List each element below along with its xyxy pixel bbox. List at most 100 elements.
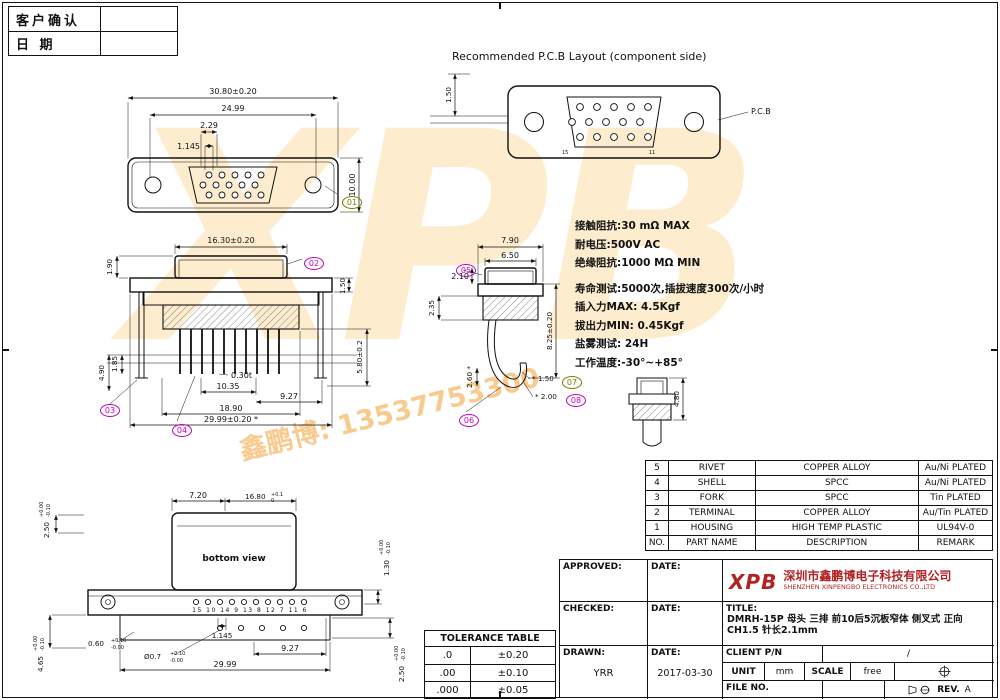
datum-symbol-area — [895, 663, 994, 680]
unit-scale-row: UNIT mm SCALE free — [723, 663, 994, 681]
dim-10-00: 10.00 — [348, 174, 357, 197]
bom-remark: Au/Ni PLATED — [918, 460, 993, 476]
bom-desc: SPCC — [754, 490, 920, 506]
title-line-1: DMRH-15P 母头 三排 前10后5沉板窄体 侧叉式 正向 — [727, 614, 963, 625]
scale-label: SCALE — [805, 663, 851, 680]
jackpost-end-view-geometry — [628, 377, 687, 447]
customer-confirm-table: 客户确认 日 期 — [8, 6, 178, 56]
date-label: DATE: — [651, 604, 681, 614]
approved-date-cell: DATE: — [648, 560, 723, 602]
dim-5-80: 5.80±0.2 — [355, 340, 364, 373]
company-name-en: SHENZHEN XINPENGBO ELECTRONICS CO.,LTD — [783, 583, 936, 591]
client-pn-value: / — [906, 649, 911, 659]
bottom-view-geometry — [48, 498, 394, 672]
tolerance-digits: .0 — [425, 647, 471, 664]
customer-confirm-blank-cell — [101, 7, 177, 31]
jackpost-end-view: 4.80 — [628, 377, 687, 447]
approved-label: APPROVED: — [563, 562, 622, 572]
bom-remark: Au/Ni PLATED — [918, 475, 993, 491]
bottom-view-label: bottom view — [202, 554, 265, 564]
dim-left-bottom: 4.65 +0.00 -0.10 — [33, 636, 46, 672]
fileno-row: FILE NO. REV. A — [723, 681, 994, 699]
dim-2-50-top-plus: +0.00 — [39, 502, 45, 517]
tolerance-row: .0 ±0.20 — [425, 647, 555, 664]
balloon-04: 04 — [172, 424, 192, 437]
bom-row: 1 HOUSING HIGH TEMP PLASTIC UL94V-0 — [645, 520, 993, 536]
tolerance-value: ±0.20 — [497, 650, 529, 661]
unit-label: UNIT — [723, 663, 765, 680]
date-row: 日 期 — [9, 31, 177, 55]
dim-0-60-plus: +0.10 — [111, 638, 126, 644]
company-name-cn: 深圳市鑫鹏博电子科技有限公司 — [783, 569, 952, 583]
company-cell: XPB 深圳市鑫鹏博电子科技有限公司 SHENZHEN XINPENGBO EL… — [723, 560, 994, 602]
rev-value: A — [964, 685, 971, 695]
dim-pcb-1-50: 1.50 — [444, 87, 453, 103]
bom-no: 4 — [645, 475, 669, 491]
tolerance-table-title: TOLERANCE TABLE — [425, 631, 555, 647]
drawn-value: YRR — [593, 667, 614, 679]
balloon-02: 02 — [304, 257, 324, 270]
dim-hole-dia-plus: +0.10 — [170, 651, 185, 657]
pcb-layout-geometry — [430, 73, 749, 159]
dim-left-top: 2.50 +0.00 -0.10 — [39, 502, 52, 538]
spec-line: 寿命测试:5000次,插拔速度300次/小时 — [575, 282, 765, 295]
date-value: 2017-03-30 — [657, 667, 713, 679]
dim-9-27-bottom: 9.27 — [281, 644, 299, 653]
customer-confirm-row: 客户确认 — [9, 7, 177, 31]
company-logo: XPB — [729, 569, 778, 594]
balloon-07: 07 — [562, 376, 582, 389]
spec-line: 接触阻抗:30 mΩ MAX — [575, 220, 690, 232]
bom-remark: Au/Tin PLATED — [918, 505, 993, 521]
balloon-06: 06 — [459, 414, 479, 427]
bom-desc: COPPER ALLOY — [754, 505, 920, 521]
dim-1-30-nom: 1.30 — [382, 560, 391, 576]
bom-header-row: NO. PART NAME DESCRIPTION REMARK — [645, 535, 993, 551]
dim-16-30: 16.30±0.20 — [207, 236, 254, 245]
bom-header-desc: DESCRIPTION — [754, 535, 920, 551]
tolerance-value: ±0.10 — [497, 667, 529, 679]
bom-header-part: PART NAME — [667, 535, 756, 551]
bom-part: SHELL — [667, 475, 756, 491]
file-no-label: FILE NO. — [723, 681, 823, 699]
bom-table: 5 RIVET COPPER ALLOY Au/Ni PLATED 4 SHEL… — [645, 460, 993, 551]
dim-7-90: 7.90 — [501, 236, 519, 245]
edge-tick-right — [991, 349, 998, 351]
dim-1-50: 1.50 — [338, 278, 347, 294]
dim-29-99-bottom: 29.99 — [214, 660, 237, 669]
bom-row: 3 FORK SPCC Tin PLATED — [645, 490, 993, 506]
date-label: 日 期 — [9, 32, 101, 55]
company-names: 深圳市鑫鹏博电子科技有限公司 SHENZHEN XINPENGBO ELECTR… — [783, 569, 952, 592]
title-label: TITLE: — [726, 604, 758, 614]
tolerance-value: ±0.05 — [497, 684, 529, 696]
rev-area: REV. A — [885, 681, 994, 699]
pcb-pin-11-label: 11 — [649, 150, 655, 156]
dim-16-80-nom: 16.80 — [245, 492, 266, 501]
client-pn-label: CLIENT P/N — [723, 646, 823, 662]
balloon-03: 03 — [100, 404, 120, 417]
bom-no: 3 — [645, 490, 669, 506]
tolerance-digits: .00 — [425, 665, 471, 681]
approved-cell: APPROVED: — [560, 560, 648, 602]
customer-confirm-label: 客户确认 — [9, 7, 101, 31]
date-label: DATE: — [651, 648, 681, 658]
dim-4-80: 4.80 — [672, 391, 681, 407]
spec-notes: 接触阻抗:30 mΩ MAX 耐电压:500V AC 绝缘阻抗:1000 MΩ … — [575, 217, 805, 372]
file-no-value — [823, 681, 885, 699]
dim-2-35: 2.35 — [427, 300, 436, 316]
bom-row: 4 SHELL SPCC Au/Ni PLATED — [645, 475, 993, 491]
dim-1-85: 1.85 — [110, 356, 119, 372]
tolerance-table: TOLERANCE TABLE .0 ±0.20 .00 ±0.10 .000 … — [424, 630, 556, 699]
pcb-label: P.C.B — [751, 107, 771, 116]
dim-star-1-50: * 1.50 — [532, 374, 554, 383]
pcb-layout-view: 1.50 15 11 P.C.B — [430, 73, 771, 159]
bom-no: 1 — [645, 520, 669, 536]
pcb-layout-title: Recommended P.C.B Layout (component side… — [452, 50, 707, 63]
dim-4-65-nom: 4.65 — [36, 656, 45, 672]
bom-remark: UL94V-0 — [918, 520, 993, 536]
projection-angle-icon — [908, 685, 931, 695]
bom-header-remark: REMARK — [918, 535, 993, 551]
drawn-cell: DRAWN: YRR — [560, 646, 648, 699]
bom-row: 2 TERMINAL COPPER ALLOY Au/Tin PLATED — [645, 505, 993, 521]
bom-row: 5 RIVET COPPER ALLOY Au/Ni PLATED — [645, 460, 993, 476]
dim-1-90: 1.90 — [105, 259, 114, 275]
